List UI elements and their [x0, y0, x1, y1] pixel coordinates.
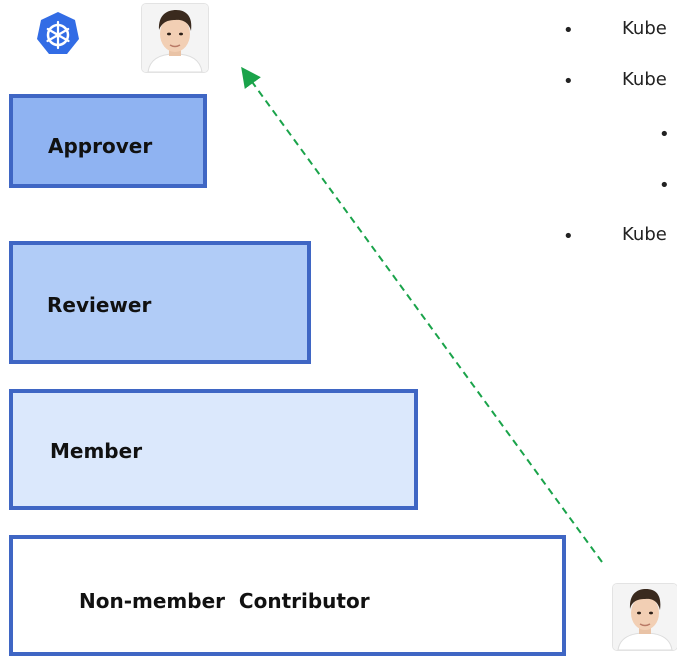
- reviewer-box: Reviewer: [9, 241, 311, 364]
- bullet-dot: •: [563, 226, 574, 247]
- bullet-text: Kube: [622, 69, 667, 90]
- member-box: Member: [9, 389, 418, 510]
- sub-bullet-dot: •: [659, 124, 670, 145]
- non-member-contributor-label: Non-member Contributor: [79, 589, 370, 613]
- bullet-dot: •: [563, 71, 574, 92]
- bullet-text: Kube: [622, 18, 667, 39]
- reviewer-label: Reviewer: [47, 293, 152, 317]
- non-member-contributor-box: Non-member Contributor: [9, 535, 566, 656]
- approver-box: Approver: [9, 94, 207, 188]
- person-avatar-icon: [613, 584, 677, 650]
- bullet-text: Kube: [622, 224, 667, 245]
- approver-label: Approver: [48, 134, 153, 158]
- bullet-dot: •: [563, 20, 574, 41]
- member-label: Member: [50, 439, 143, 463]
- person-avatar-icon: [142, 4, 208, 72]
- kubernetes-logo-icon: [34, 10, 82, 58]
- sub-bullet-dot: •: [659, 175, 670, 196]
